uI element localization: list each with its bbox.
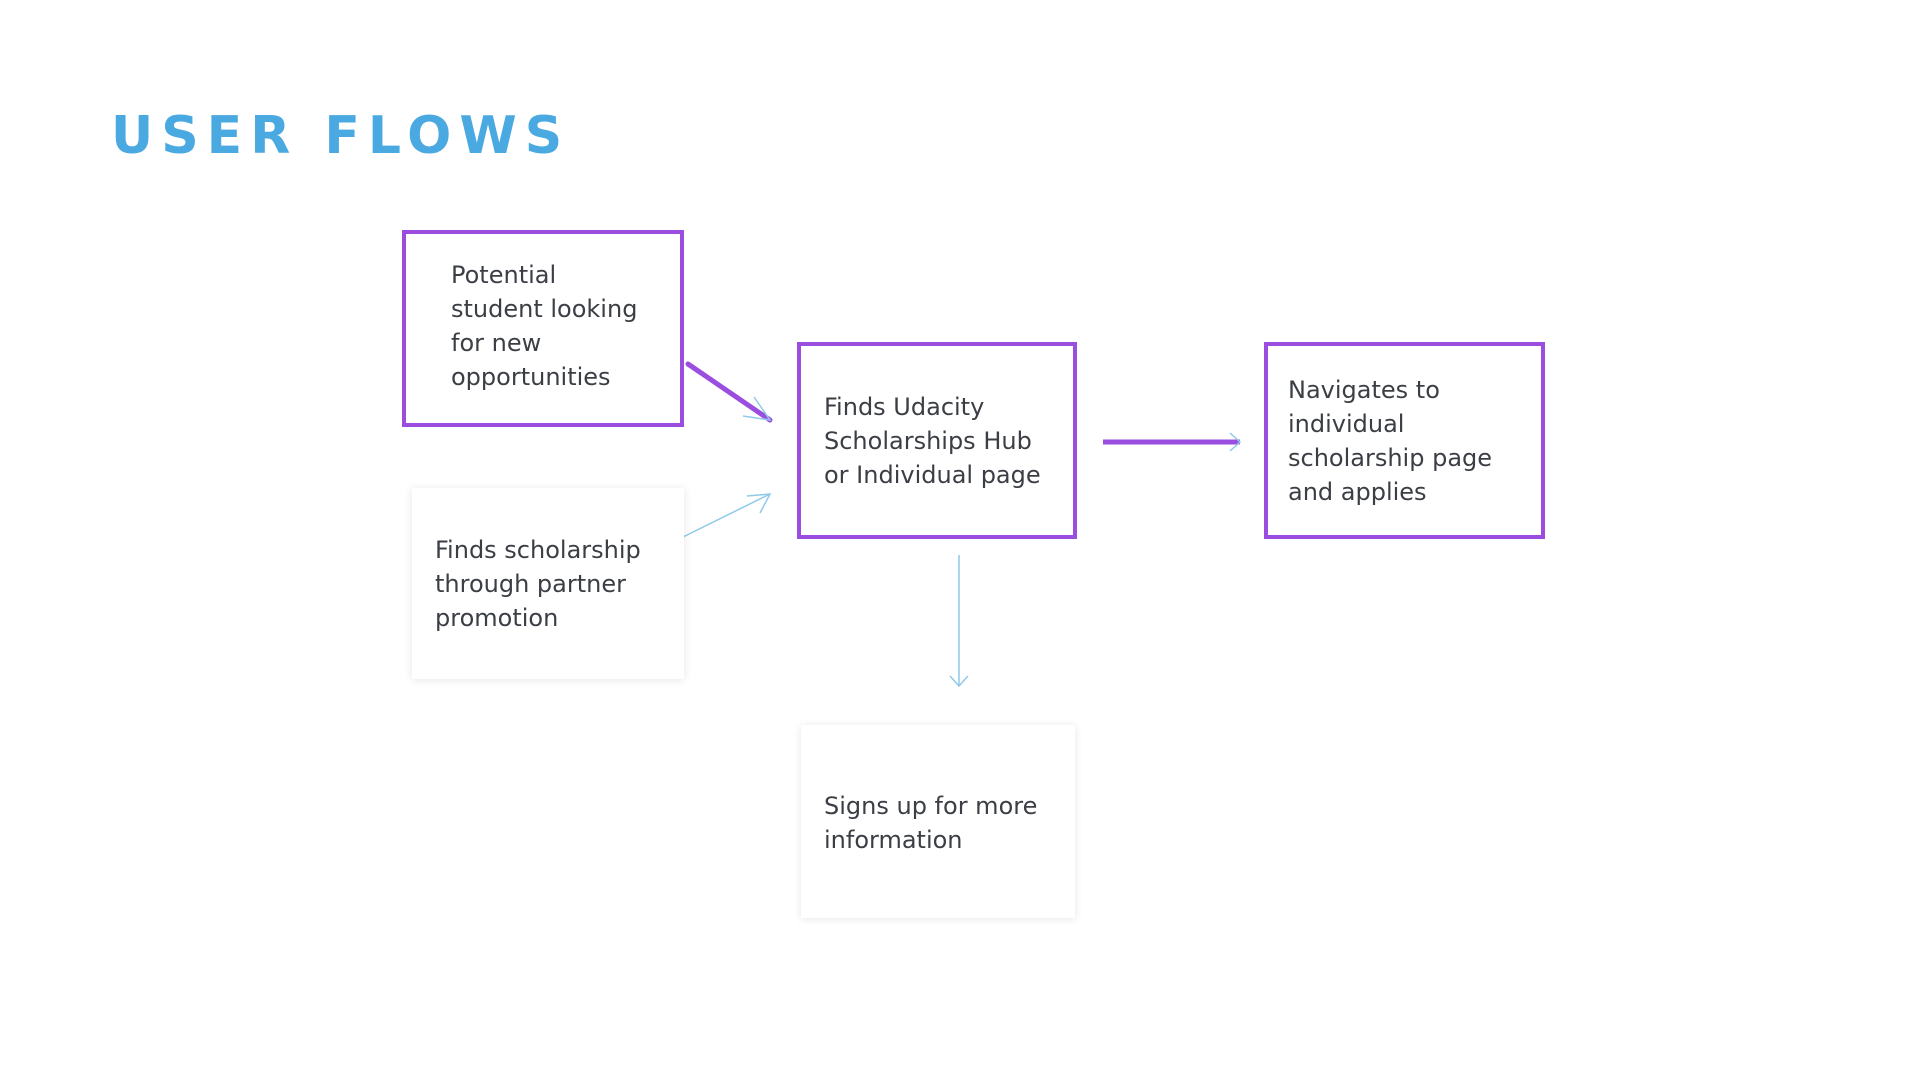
node-partner-promotion (412, 488, 684, 679)
arrow-partner-to-hub (682, 493, 772, 538)
node-potential-student-label: Potential student looking for new opport… (451, 258, 637, 394)
node-finds-hub-label: Finds Udacity Scholarships Hub or Indivi… (824, 390, 1041, 492)
node-signs-up-label: Signs up for more information (824, 789, 1037, 857)
label-line: Finds scholarship (435, 536, 641, 564)
label-line: student looking (451, 295, 638, 323)
label-line: or Individual page (824, 461, 1041, 489)
label-line: Potential (451, 261, 557, 289)
page-title: USER FLOWS (111, 106, 571, 166)
node-finds-hub (797, 342, 1077, 539)
label-line: Navigates to (1288, 376, 1440, 404)
label-line: through partner (435, 570, 626, 598)
label-line: Finds Udacity (824, 393, 985, 421)
arrow-hub-to-apply (1103, 432, 1242, 452)
label-line: Scholarships Hub (824, 427, 1032, 455)
label-line: opportunities (451, 363, 611, 391)
node-navigates-applies (1264, 342, 1545, 539)
label-line: Signs up for more (824, 792, 1038, 820)
label-line: information (824, 826, 963, 854)
label-line: for new (451, 329, 542, 357)
node-signs-up (801, 725, 1075, 918)
node-partner-promotion-label: Finds scholarship through partner promot… (435, 533, 641, 635)
label-line: scholarship page (1288, 444, 1493, 472)
label-line: and applies (1288, 478, 1427, 506)
node-navigates-applies-label: Navigates to individual scholarship page… (1288, 373, 1492, 509)
node-potential-student (402, 230, 684, 427)
label-line: promotion (435, 604, 559, 632)
arrow-student-to-hub (685, 361, 773, 423)
arrow-hub-to-signup (949, 555, 969, 688)
label-line: individual (1288, 410, 1405, 438)
